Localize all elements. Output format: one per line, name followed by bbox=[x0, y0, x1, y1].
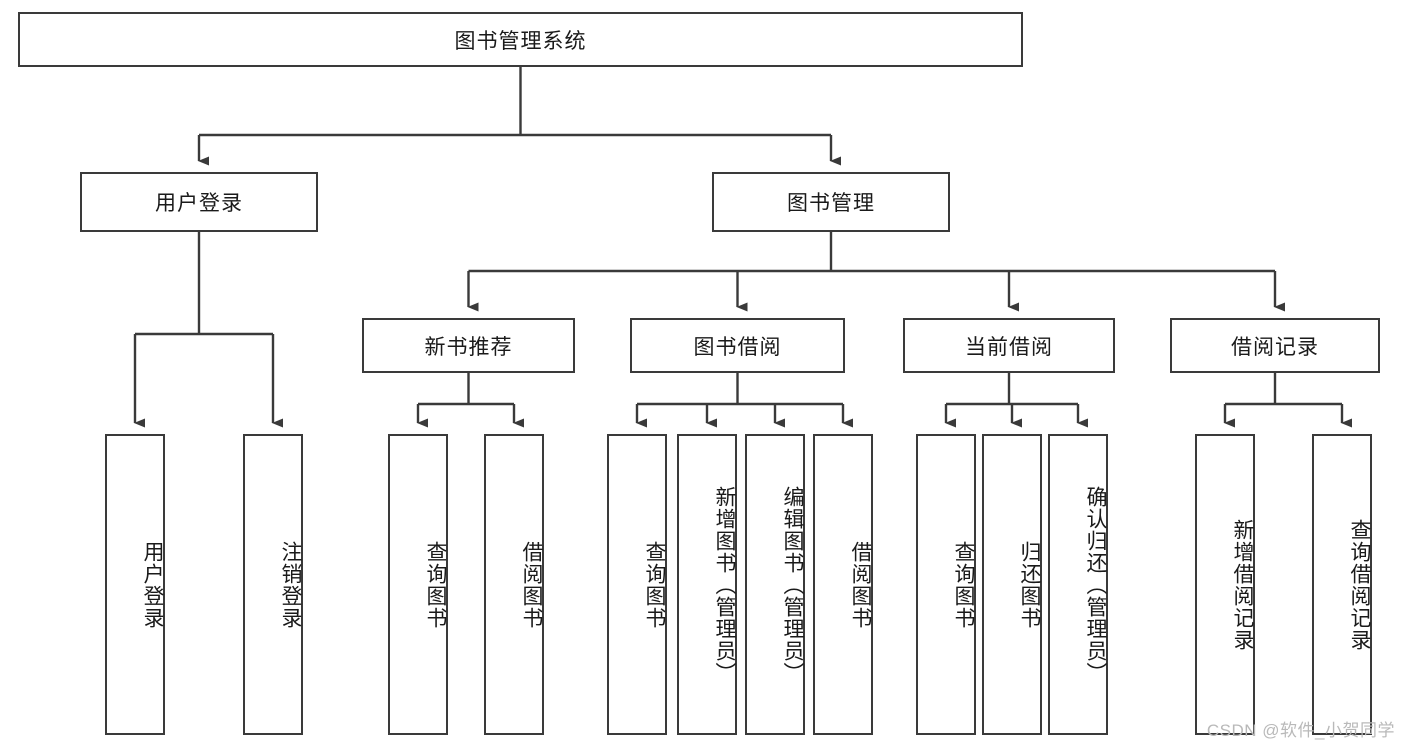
node-label: 新书推荐 bbox=[424, 335, 513, 359]
node-l-bo-borrow: 借阅图书 bbox=[813, 434, 873, 735]
node-label: 确认归还（管理员） bbox=[1084, 485, 1107, 684]
watermark-text: CSDN @软件_小贺同学 bbox=[1206, 721, 1395, 740]
node-label: 用户登录 bbox=[155, 192, 243, 215]
connector-lines bbox=[133, 67, 1352, 428]
node-records: 借阅记录 bbox=[1170, 318, 1380, 373]
node-label: 当前借阅 bbox=[965, 335, 1053, 359]
node-label: 借阅图书 bbox=[849, 540, 872, 629]
node-login: 用户登录 bbox=[80, 172, 318, 232]
node-l-nb-query: 查询图书 bbox=[388, 434, 448, 735]
node-label: 查询图书 bbox=[424, 540, 447, 629]
node-l-re-query: 查询借阅记录 bbox=[1312, 434, 1372, 735]
node-label: 图书管理系统 bbox=[454, 29, 587, 53]
node-l-cu-return: 归还图书 bbox=[982, 434, 1042, 735]
node-current: 当前借阅 bbox=[903, 318, 1115, 373]
node-label: 查询图书 bbox=[952, 540, 975, 629]
node-label: 编辑图书（管理员） bbox=[781, 485, 804, 684]
node-l-bo-query: 查询图书 bbox=[607, 434, 667, 735]
node-l-logout: 注销登录 bbox=[243, 434, 303, 735]
node-bookmgmt: 图书管理 bbox=[712, 172, 950, 232]
node-l-bo-edit: 编辑图书（管理员） bbox=[745, 434, 805, 735]
node-label: 新增借阅记录 bbox=[1231, 518, 1254, 651]
node-label: 新增图书（管理员） bbox=[713, 485, 736, 684]
node-root: 图书管理系统 bbox=[18, 12, 1023, 67]
node-label: 图书借阅 bbox=[693, 335, 782, 359]
node-borrow: 图书借阅 bbox=[630, 318, 845, 373]
node-l-cu-conf: 确认归还（管理员） bbox=[1048, 434, 1108, 735]
node-l-cu-query: 查询图书 bbox=[916, 434, 976, 735]
node-l-re-add: 新增借阅记录 bbox=[1195, 434, 1255, 735]
node-newbook: 新书推荐 bbox=[362, 318, 575, 373]
node-label: 借阅图书 bbox=[520, 540, 543, 629]
node-label: 借阅记录 bbox=[1231, 335, 1319, 359]
node-label: 图书管理 bbox=[787, 192, 875, 215]
node-l-login: 用户登录 bbox=[105, 434, 165, 735]
node-label: 用户登录 bbox=[141, 540, 164, 629]
node-label: 注销登录 bbox=[279, 540, 302, 629]
node-l-bo-add: 新增图书（管理员） bbox=[677, 434, 737, 735]
node-label: 查询借阅记录 bbox=[1348, 518, 1371, 651]
node-label: 归还图书 bbox=[1018, 540, 1041, 629]
node-l-nb-borrow: 借阅图书 bbox=[484, 434, 544, 735]
node-label: 查询图书 bbox=[643, 540, 666, 629]
